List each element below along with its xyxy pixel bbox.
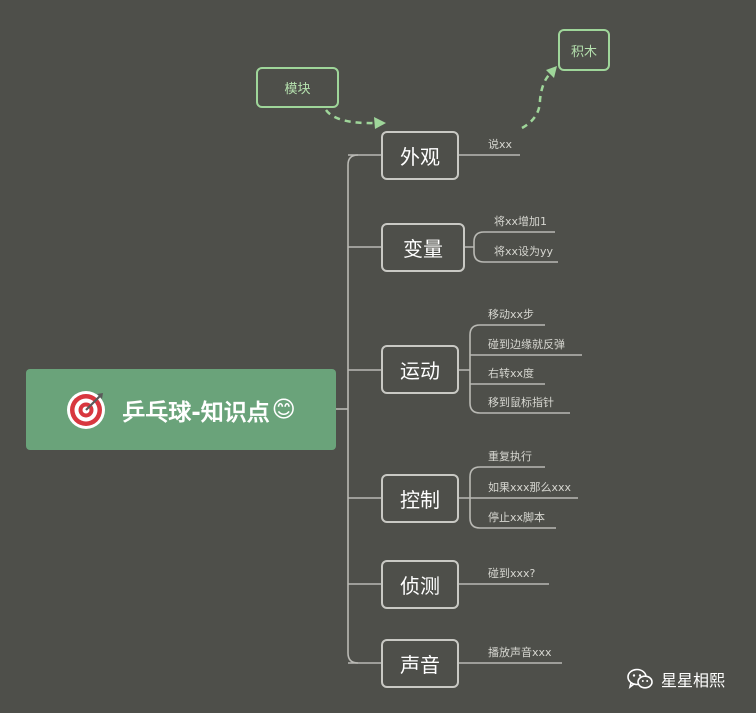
blocks-arrowhead [546, 66, 557, 78]
smile-emoji-icon: 😊 [271, 396, 296, 423]
leaf-item[interactable]: 移动xx步 [488, 308, 535, 321]
leaf-item[interactable]: 将xx增加1 [494, 215, 548, 228]
main-trunk [347, 154, 359, 664]
module-arrowhead [374, 117, 386, 129]
leaf-item[interactable]: 移到鼠标指针 [488, 396, 554, 409]
leaf-item[interactable]: 停止xx脚本 [488, 511, 546, 524]
blocks-arrow [521, 71, 553, 130]
branch-侦测[interactable]: 侦测 [381, 560, 459, 609]
watermark-text: 星星相熙 [661, 671, 726, 690]
annotation-blocks[interactable]: 积木 [558, 29, 610, 71]
branch-声音[interactable]: 声音 [381, 639, 459, 688]
leaf-item[interactable]: 右转xx度 [488, 367, 535, 380]
branch-label: 控制 [400, 488, 440, 512]
annotation-module-label: 模块 [284, 82, 311, 97]
root-topic[interactable]: 乒乓球-知识点 😊 [26, 369, 336, 450]
leaf-item[interactable]: 碰到边缘就反弹 [488, 338, 565, 351]
annotation-blocks-label: 积木 [570, 44, 597, 60]
leaf-bracket-运动 [458, 324, 481, 414]
annotation-module[interactable]: 模块 [256, 67, 339, 108]
leaf-item[interactable]: 重复执行 [488, 450, 532, 463]
leaf-bracket-变量 [464, 231, 485, 263]
leaf-item[interactable]: 说xx [488, 138, 513, 151]
branch-控制[interactable]: 控制 [381, 474, 459, 523]
branch-label: 侦测 [400, 574, 440, 598]
branch-label: 运动 [400, 359, 440, 383]
branch-外观[interactable]: 外观 [381, 131, 459, 180]
target-icon [66, 390, 106, 430]
branch-label: 外观 [400, 145, 440, 169]
branch-label: 变量 [403, 237, 443, 261]
watermark: 星星相熙 [627, 667, 725, 691]
wechat-icon [627, 668, 653, 689]
leaf-item[interactable]: 播放声音xxx [488, 646, 552, 659]
leaf-item[interactable]: 碰到xxx? [488, 567, 536, 580]
leaf-item[interactable]: 将xx设为yy [494, 245, 554, 258]
root-title: 乒乓球-知识点 [122, 399, 270, 426]
branch-变量[interactable]: 变量 [381, 223, 465, 272]
leaf-item[interactable]: 如果xxx那么xxx [488, 481, 572, 494]
branch-运动[interactable]: 运动 [381, 345, 459, 394]
branch-label: 声音 [400, 653, 440, 677]
module-arrow [324, 109, 377, 125]
